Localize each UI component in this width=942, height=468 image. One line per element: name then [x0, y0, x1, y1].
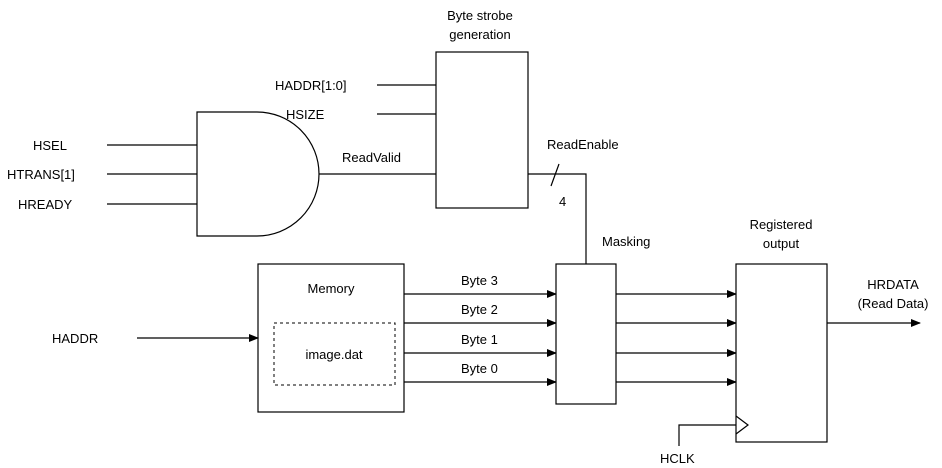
registered-title-line1: Registered	[750, 217, 813, 232]
image-dat-label: image.dat	[305, 347, 362, 362]
byte3-label: Byte 3	[461, 273, 498, 288]
hsize-label: HSIZE	[286, 107, 325, 122]
haddr10-label: HADDR[1:0]	[275, 78, 347, 93]
registered-output-block	[735, 263, 828, 443]
hready-label: HREADY	[18, 197, 73, 212]
readenable-wire	[528, 173, 587, 264]
and-gate	[196, 111, 320, 237]
haddr-label: HADDR	[52, 331, 98, 346]
readenable-label: ReadEnable	[547, 137, 619, 152]
image-dat-box	[273, 322, 396, 386]
byte0-label: Byte 0	[461, 361, 498, 376]
bus-width-label: 4	[559, 194, 566, 209]
byte-strobe-title-line1: Byte strobe	[447, 8, 513, 23]
htrans-label: HTRANS[1]	[7, 167, 75, 182]
read-data-label: (Read Data)	[858, 296, 929, 311]
byte2-label: Byte 2	[461, 302, 498, 317]
hsel-label: HSEL	[33, 138, 67, 153]
hclk-label: HCLK	[660, 451, 695, 466]
clock-edge-symbol	[735, 415, 749, 435]
readvalid-label: ReadValid	[342, 150, 401, 165]
memory-block	[257, 263, 405, 413]
byte1-label: Byte 1	[461, 332, 498, 347]
hrdata-label: HRDATA	[867, 277, 919, 292]
memory-label: Memory	[308, 281, 355, 296]
masking-block	[555, 263, 617, 405]
byte-strobe-block	[435, 51, 529, 209]
masking-label: Masking	[602, 234, 650, 249]
hclk-wire	[678, 424, 736, 446]
registered-title-line2: output	[763, 236, 800, 251]
byte-strobe-title-line2: generation	[449, 27, 510, 42]
bus-slash	[550, 163, 560, 187]
